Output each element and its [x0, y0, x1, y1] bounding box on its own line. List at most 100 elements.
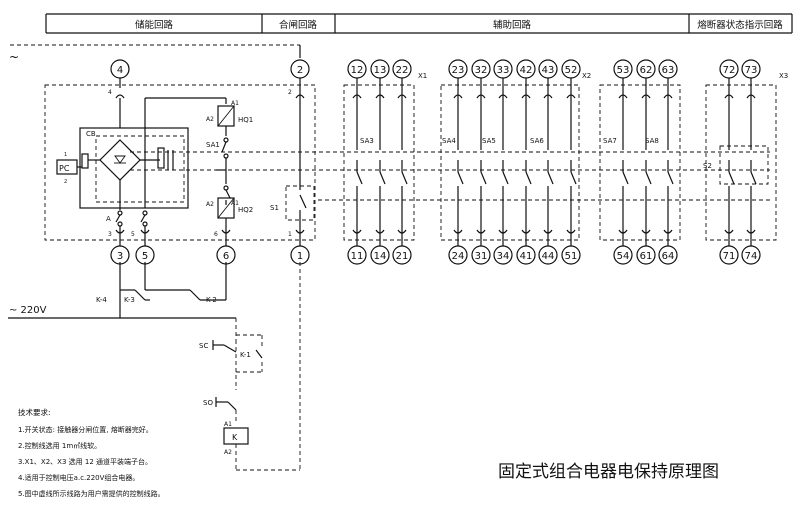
hq1-label: HQ1: [238, 116, 253, 124]
s2-label: S2: [703, 162, 712, 170]
aux-contact-column: [543, 78, 554, 246]
x3-label: X3: [779, 72, 788, 80]
svg-text:51: 51: [565, 251, 578, 262]
energy-storage-box: [44, 84, 316, 241]
svg-text:2: 2: [64, 179, 67, 185]
svg-text:71: 71: [723, 251, 736, 262]
pc-label: PC: [59, 164, 70, 173]
top-terminal-13: 13: [370, 59, 390, 79]
header-section-fuse-status: 熔断器状态指示回路: [697, 19, 783, 31]
bottom-terminal-1: 1: [290, 245, 310, 265]
aux-contact-column: [746, 78, 757, 246]
hq2-label: HQ2: [238, 206, 253, 214]
svg-text:2: 2: [288, 89, 292, 96]
sa3-label: SA3: [360, 137, 374, 145]
bottom-terminal-41: 41: [516, 245, 536, 265]
svg-text:11: 11: [351, 251, 364, 262]
x1-frame: [343, 84, 415, 241]
svg-text:33: 33: [497, 65, 510, 76]
svg-text:6: 6: [223, 251, 229, 262]
svg-text:13: 13: [374, 65, 387, 76]
bottom-terminal-6: 6: [216, 245, 236, 265]
aux-contact-column: [724, 78, 735, 246]
svg-text:62: 62: [640, 65, 653, 76]
x3-frame-b: [705, 84, 777, 241]
k-coil-a1: A1: [224, 421, 232, 428]
hq1-a1: A1: [231, 100, 239, 107]
aux-contact-column: [352, 78, 363, 246]
svg-text:5: 5: [142, 251, 148, 262]
svg-text:4: 4: [117, 65, 123, 76]
svg-text:52: 52: [565, 65, 578, 76]
notes-item-5: 5.图中虚线所示线路为用户需提供的控制线路。: [18, 489, 165, 498]
top-terminal-62: 62: [636, 59, 656, 79]
notes-item-2: 2.控制线选用 1m㎡线软。: [18, 441, 101, 450]
bottom-terminal-5: 5: [135, 245, 155, 265]
bottom-terminal-74: 74: [741, 245, 761, 265]
svg-text:21: 21: [396, 251, 409, 262]
top-terminal-63: 63: [658, 59, 678, 79]
svg-text:1: 1: [297, 251, 303, 262]
aux-contact-column: [618, 78, 629, 246]
bottom-terminal-71: 71: [719, 245, 739, 265]
s1-box: [285, 185, 315, 221]
sa6-label: SA6: [530, 137, 544, 145]
sa4-label: SA4: [442, 137, 456, 145]
svg-text:61: 61: [640, 251, 653, 262]
notes-item-4: 4.适用于控制电压a.c.220V组合电器。: [18, 473, 139, 482]
top-terminal-53: 53: [613, 59, 633, 79]
relay-k3: K-3: [124, 296, 135, 304]
sa5-label: SA5: [482, 137, 496, 145]
aux-contact-column: [663, 78, 674, 246]
svg-text:24: 24: [452, 251, 465, 262]
relay-k2: K-2: [206, 296, 217, 304]
diagram-title: 固定式组合电器电保持原理图: [498, 462, 719, 482]
svg-text:2: 2: [297, 65, 303, 76]
bottom-terminal-64: 64: [658, 245, 678, 265]
top-terminal-4: 4: [110, 59, 130, 79]
svg-text:32: 32: [475, 65, 488, 76]
notes-item-1: 1.开关状态: 接触器分闸位置, 熔断器完好。: [18, 425, 153, 434]
top-terminal-43: 43: [538, 59, 558, 79]
bottom-terminal-14: 14: [370, 245, 390, 265]
svg-text:4: 4: [108, 89, 112, 96]
top-terminal-42: 42: [516, 59, 536, 79]
a-label: A: [106, 215, 111, 223]
bottom-terminal-51: 51: [561, 245, 581, 265]
so-label: SO: [203, 399, 213, 407]
notes-title: 技术要求:: [18, 407, 51, 417]
top-terminal-22: 22: [392, 59, 412, 79]
svg-text:3: 3: [108, 231, 112, 238]
svg-text:31: 31: [475, 251, 488, 262]
bottom-terminal-21: 21: [392, 245, 412, 265]
bottom-terminal-31: 31: [471, 245, 491, 265]
top-terminal-33: 33: [493, 59, 513, 79]
svg-text:22: 22: [396, 65, 409, 76]
svg-text:23: 23: [452, 65, 465, 76]
ac-220-label: ~ 220V: [9, 305, 47, 316]
svg-text:72: 72: [723, 65, 736, 76]
header-section-auxiliary: 辅助回路: [493, 19, 532, 31]
header-section-energy-storage: 储能回路: [135, 19, 174, 31]
sc-label: SC: [199, 342, 208, 350]
aux-contact-column: [498, 78, 509, 246]
sa7-label: SA7: [603, 137, 617, 145]
bottom-terminal-61: 61: [636, 245, 656, 265]
bottom-terminal-24: 24: [448, 245, 468, 265]
bottom-terminal-3: 3: [110, 245, 130, 265]
svg-text:6: 6: [214, 231, 218, 238]
top-terminal-12: 12: [347, 59, 367, 79]
top-terminal-2: 2: [290, 59, 310, 79]
bottom-terminal-34: 34: [493, 245, 513, 265]
aux-contact-column: [641, 78, 652, 246]
top-terminal-32: 32: [471, 59, 491, 79]
svg-text:1: 1: [64, 152, 67, 158]
k-coil-label: K: [232, 433, 238, 442]
ac-symbol: ~: [9, 50, 19, 64]
svg-text:42: 42: [520, 65, 533, 76]
x3-frame-a: [599, 84, 681, 241]
aux-contact-column: [476, 78, 487, 246]
